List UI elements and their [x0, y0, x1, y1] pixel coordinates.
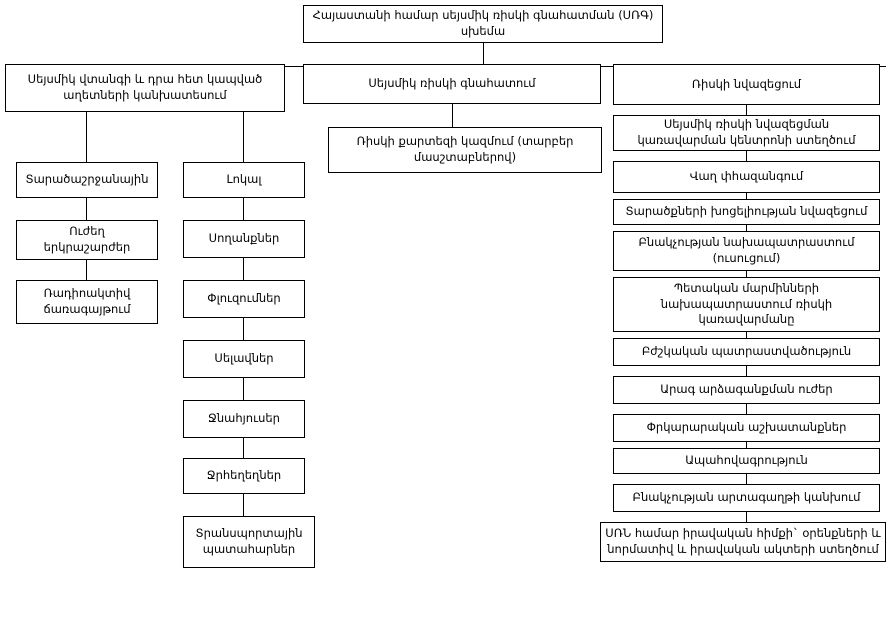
connector-hazard-split-left [86, 112, 87, 162]
branch-assessment-header: Սեյսմիկ ռիսկի գնահատում [303, 64, 601, 104]
reduction-item-9: Բնակչության արտագաղթի կանխում [613, 484, 880, 512]
root-node: Հայաստանի համար սեյսմիկ ռիսկի գնահատման … [303, 5, 663, 43]
reduction-item-9-label: Բնակչության արտագաղթի կանխում [632, 490, 861, 505]
connector-reduction-2-3 [746, 225, 747, 231]
hazard-right-item-1: Սողանքներ [183, 220, 305, 258]
reduction-item-10-label: ՍՌՆ համար իրավական հիմքի` օրենքների և նո… [605, 526, 881, 556]
connector-assessment-0 [452, 104, 453, 127]
hazard-right-item-1-label: Սողանքներ [208, 231, 280, 246]
connector-reduction-6-7 [746, 404, 747, 414]
hazard-right-item-6-label: Տրանսպորտային պատահարներ [195, 526, 303, 556]
hazard-left-item-0: Տարածաշրջանային [16, 162, 158, 198]
connector-hazard-right-1-2 [243, 258, 244, 280]
hazard-right-item-3: Սելավներ [183, 340, 305, 378]
reduction-item-4: Պետական մարմինների նախապատրաստում ռիսկի … [613, 277, 880, 332]
connector-reduction-3-4 [746, 271, 747, 277]
connector-hazard-right-3-4 [243, 378, 244, 400]
reduction-item-7: Փրկարարական աշխատանքներ [613, 414, 880, 442]
hazard-right-item-4: Ջնահյուսեր [183, 400, 305, 438]
hazard-left-item-1: Ուժեղ երկրաշարժեր [16, 220, 158, 260]
connector-hazard-right-4-5 [243, 438, 244, 458]
reduction-item-8-label: Ապահովագրություն [685, 453, 808, 468]
reduction-item-6: Արագ արձագանքման ուժեր [613, 376, 880, 404]
reduction-item-1-label: Վաղ փհազանգում [689, 169, 804, 184]
reduction-item-2-label: Տարածքների խոցելիության նվազեցում [625, 204, 868, 219]
connector-reduction-1-2 [746, 193, 747, 199]
hazard-left-item-0-label: Տարածաշրջանային [25, 172, 149, 187]
connector-hazard-left-1-2 [86, 260, 87, 280]
connector-hazard-left-0-1 [86, 198, 87, 220]
connector-root-stem [483, 43, 484, 66]
connector-hazard-split-right [243, 112, 244, 162]
reduction-item-5: Բժշկական պատրաստվածություն [613, 338, 880, 366]
reduction-item-5-label: Բժշկական պատրաստվածություն [641, 344, 852, 359]
hazard-right-item-5: Ջրհեղեղներ [183, 458, 305, 494]
assessment-item-0-label: Ռիսկի քարտեզի կազմում (տարբեր մասշտաբներ… [356, 134, 574, 164]
reduction-item-8: Ապահովագրություն [613, 448, 880, 474]
connector-reduction-8-9 [746, 474, 747, 484]
hazard-right-item-6: Տրանսպորտային պատահարներ [183, 516, 315, 568]
connector-hazard-right-5-6 [243, 494, 244, 516]
branch-reduction-header-label: Ռիսկի նվազեցում [691, 76, 802, 91]
hazard-left-item-2: Ռադիոակտիվ ճառագայթում [16, 280, 158, 324]
hazard-left-item-2-label: Ռադիոակտիվ ճառագայթում [43, 286, 131, 316]
reduction-item-3-label: Բնակչության նախապատրաստում (ուսուցում) [638, 235, 855, 265]
connector-reduction-0-1 [746, 151, 747, 161]
reduction-item-10: ՍՌՆ համար իրավական հիմքի` օրենքների և նո… [600, 522, 886, 562]
root-node-label: Հայաստանի համար սեյսմիկ ռիսկի գնահատման … [312, 8, 654, 38]
hazard-right-item-5-label: Ջրհեղեղներ [206, 468, 282, 483]
reduction-item-0: Սեյսմիկ ռիսկի նվազեցման կառավարման կենտր… [613, 115, 880, 151]
connector-reduction-9-10 [746, 512, 747, 522]
reduction-item-1: Վաղ փհազանգում [613, 161, 880, 193]
reduction-item-0-label: Սեյսմիկ ռիսկի նվազեցման կառավարման կենտր… [637, 117, 856, 147]
reduction-item-3: Բնակչության նախապատրաստում (ուսուցում) [613, 231, 880, 271]
connector-hazard-right-0-1 [243, 198, 244, 220]
connector-reduction-5-6 [746, 366, 747, 376]
reduction-item-6-label: Արագ արձագանքման ուժեր [660, 382, 833, 397]
branch-assessment-header-label: Սեյսմիկ ռիսկի գնահատում [368, 76, 536, 91]
reduction-item-7-label: Փրկարարական աշխատանքներ [646, 420, 847, 435]
hazard-right-item-0: Լոկալ [183, 162, 305, 198]
hazard-right-item-0-label: Լոկալ [226, 172, 262, 187]
hazard-right-item-3-label: Սելավներ [214, 351, 274, 366]
branch-reduction-header: Ռիսկի նվազեցում [613, 64, 880, 105]
assessment-item-0: Ռիսկի քարտեզի կազմում (տարբեր մասշտաբներ… [328, 127, 602, 173]
connector-reduction-h-0 [746, 105, 747, 115]
hazard-left-item-1-label: Ուժեղ երկրաշարժեր [43, 224, 131, 254]
reduction-item-2: Տարածքների խոցելիության նվազեցում [613, 199, 880, 225]
hazard-right-item-2: Փլուզումներ [183, 280, 305, 318]
connector-reduction-7-8 [746, 442, 747, 448]
hazard-right-item-2-label: Փլուզումներ [207, 291, 281, 306]
connector-hazard-right-2-3 [243, 318, 244, 340]
reduction-item-4-label: Պետական մարմինների նախապատրաստում ռիսկի … [660, 281, 833, 327]
connector-reduction-4-5 [746, 332, 747, 338]
branch-hazard-header-wide-label: Սեյսմիկ վտանգի և դրա հետ կապված աղետների… [27, 72, 263, 102]
hazard-right-item-4-label: Ջնահյուսեր [208, 411, 280, 426]
branch-hazard-header-wide: Սեյսմիկ վտանգի և դրա հետ կապված աղետների… [5, 64, 285, 112]
